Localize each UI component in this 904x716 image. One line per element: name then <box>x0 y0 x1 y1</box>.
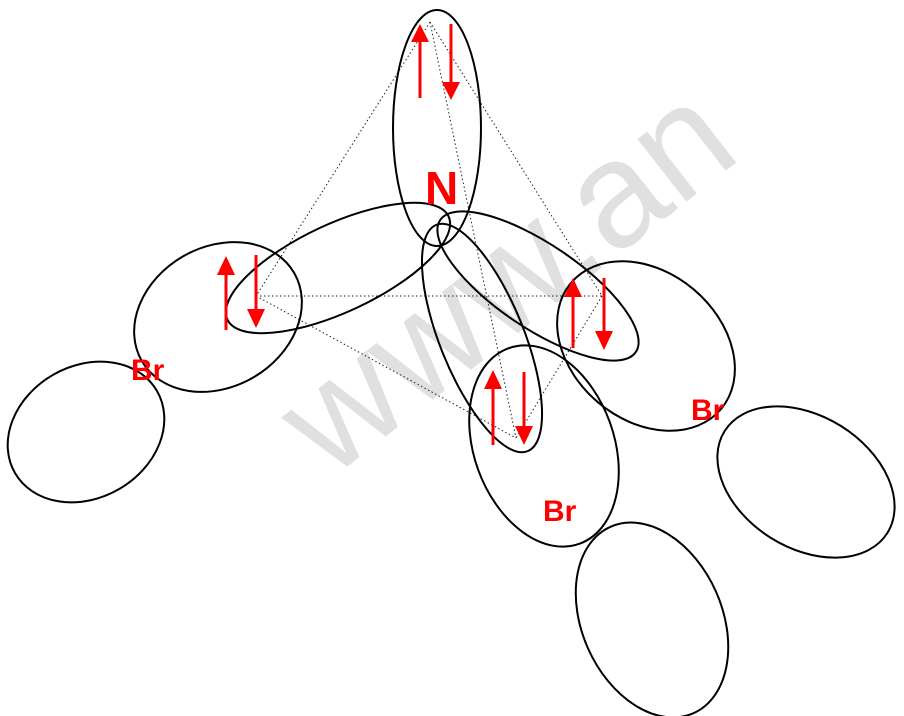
spin-down-arrowhead <box>515 426 533 445</box>
bromine-front-back-lobe <box>574 521 730 716</box>
lone-pair-electrons <box>411 24 460 100</box>
front-bond-electrons <box>484 370 533 445</box>
nitrogen-label: N <box>425 162 458 214</box>
bromine-label-front: Br <box>543 495 577 528</box>
bromine-left-back-lobe <box>6 360 166 504</box>
bromine-right-back-lobe <box>716 405 896 559</box>
spin-down-arrowhead <box>595 331 613 350</box>
spin-down-arrowhead <box>442 82 460 100</box>
nitrogen-lobe-right <box>436 210 640 362</box>
bromine-left-bonding-orbital <box>133 241 303 393</box>
spin-up-arrowhead <box>484 370 502 389</box>
spin-up-arrowhead <box>411 24 429 42</box>
bromine-label-right: Br <box>691 394 725 427</box>
right-bond-electrons <box>564 278 613 350</box>
watermark-text: www.an <box>245 49 763 505</box>
nitrogen-lobe-front <box>420 222 544 454</box>
bromine-front-bonding-orbital <box>468 344 620 548</box>
bromine-label-left: Br <box>131 354 165 387</box>
nitrogen-lone-pair-lobe <box>392 9 482 247</box>
left-bond-electrons <box>217 255 265 330</box>
guide-line-apex-front <box>429 21 517 439</box>
spin-up-arrowhead <box>564 278 582 297</box>
spin-up-arrowhead <box>217 256 235 275</box>
spin-down-arrowhead <box>247 309 265 328</box>
